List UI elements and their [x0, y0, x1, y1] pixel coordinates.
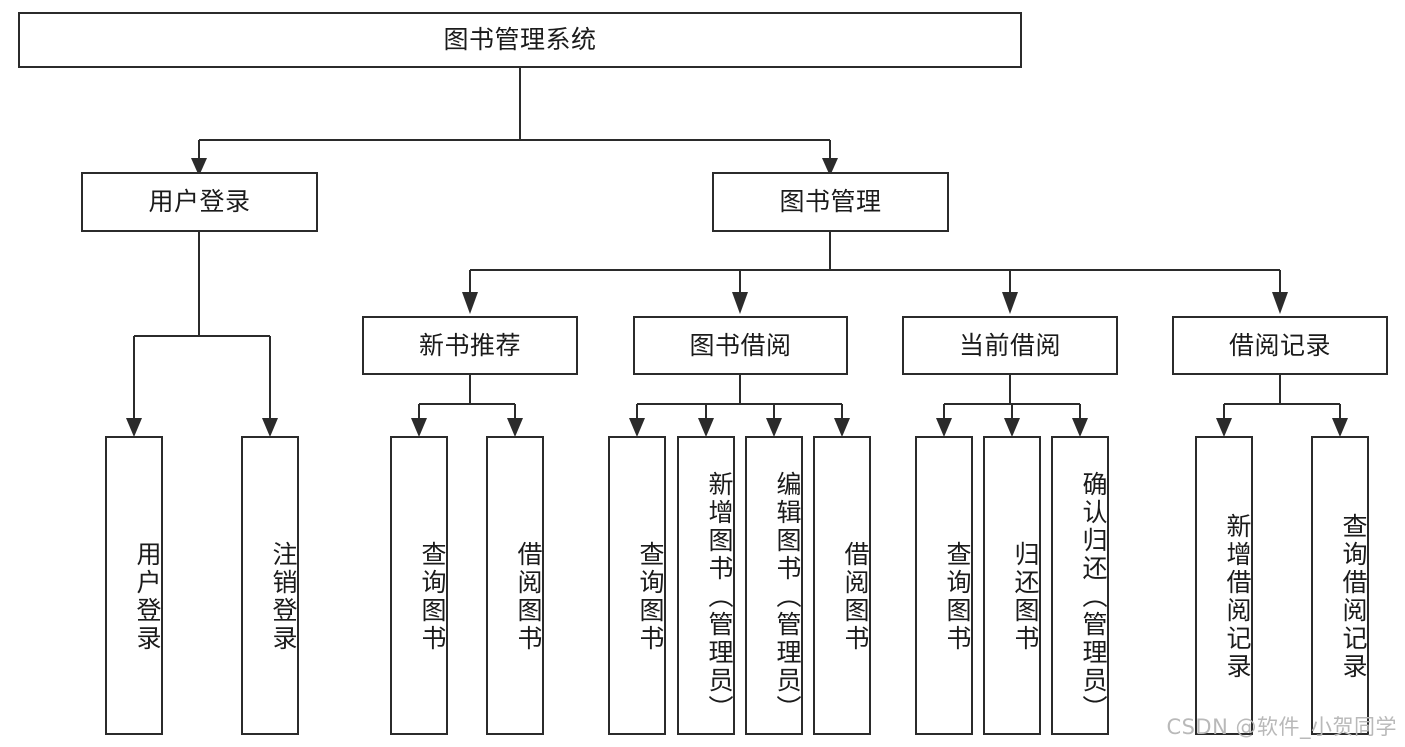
node-new-book-recommend[interactable]: 新书推荐: [362, 316, 578, 375]
node-label: 查询图书: [943, 540, 972, 653]
node-label: 借阅图书: [841, 540, 870, 653]
node-leaf-query-book-current[interactable]: 查询图书: [915, 436, 973, 735]
node-leaf-logout[interactable]: 注销登录: [241, 436, 299, 735]
node-label: 用户登录: [148, 187, 251, 216]
node-label: 归还图书: [1011, 540, 1040, 653]
node-leaf-query-borrow-record[interactable]: 查询借阅记录: [1311, 436, 1369, 735]
node-leaf-confirm-return-admin[interactable]: 确认归还（管理员）: [1051, 436, 1109, 735]
node-leaf-query-book-newbook[interactable]: 查询图书: [390, 436, 448, 735]
node-label: 图书借阅: [689, 330, 792, 360]
node-label: 借阅图书: [514, 540, 543, 653]
node-leaf-user-login[interactable]: 用户登录: [105, 436, 163, 735]
node-leaf-return-book[interactable]: 归还图书: [983, 436, 1041, 735]
node-current-borrow[interactable]: 当前借阅: [902, 316, 1118, 375]
node-label: 查询图书: [636, 540, 665, 653]
node-label: 当前借阅: [958, 330, 1061, 360]
node-borrow-record[interactable]: 借阅记录: [1172, 316, 1388, 375]
node-label: 查询图书: [418, 540, 447, 653]
node-leaf-query-book-borrow[interactable]: 查询图书: [608, 436, 666, 735]
node-label: 图书管理系统: [443, 25, 597, 54]
node-root-book-management-system[interactable]: 图书管理系统: [18, 12, 1022, 68]
node-label: 查询借阅记录: [1339, 512, 1368, 681]
node-label: 新书推荐: [418, 330, 521, 360]
node-leaf-borrow-book[interactable]: 借阅图书: [813, 436, 871, 735]
node-book-management[interactable]: 图书管理: [712, 172, 949, 232]
node-label: 用户登录: [133, 540, 162, 653]
node-leaf-borrow-book-newbook[interactable]: 借阅图书: [486, 436, 544, 735]
node-label: 注销登录: [269, 540, 298, 653]
node-book-borrow[interactable]: 图书借阅: [633, 316, 848, 375]
node-label: 图书管理: [779, 187, 882, 216]
node-leaf-edit-book-admin[interactable]: 编辑图书（管理员）: [745, 436, 803, 735]
node-leaf-add-borrow-record[interactable]: 新增借阅记录: [1195, 436, 1253, 735]
node-leaf-add-book-admin[interactable]: 新增图书（管理员）: [677, 436, 735, 735]
node-label: 新增借阅记录: [1223, 512, 1252, 681]
node-label: 编辑图书（管理员）: [773, 470, 802, 723]
node-label: 借阅记录: [1228, 330, 1331, 360]
node-user-login[interactable]: 用户登录: [81, 172, 318, 232]
node-label: 新增图书（管理员）: [705, 470, 734, 723]
node-label: 确认归还（管理员）: [1079, 470, 1108, 723]
